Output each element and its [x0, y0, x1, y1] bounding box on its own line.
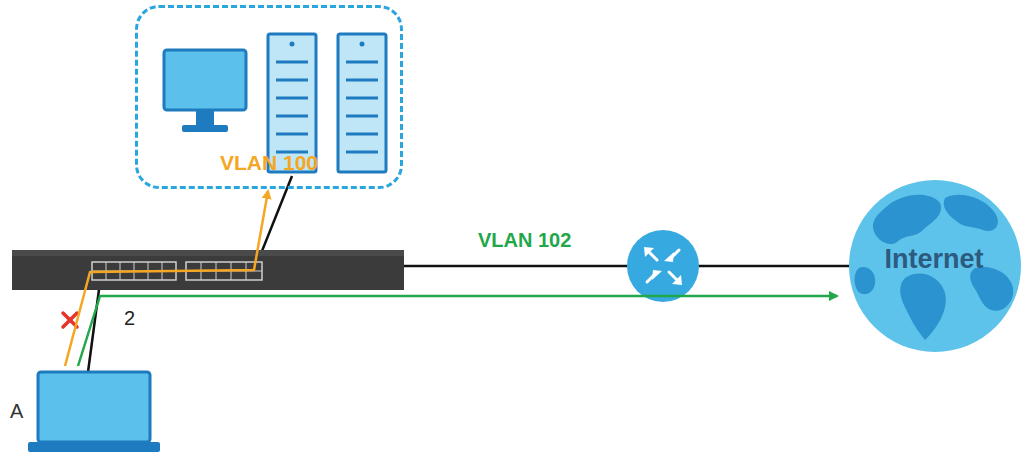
router-icon [627, 230, 699, 302]
node-label: Internet [845, 244, 1023, 275]
monitor-icon [164, 50, 246, 132]
ethernet-wire [88, 282, 100, 372]
uplink-wire [698, 265, 850, 268]
blocked-mark [63, 313, 77, 327]
switch-icon [12, 250, 404, 290]
port-number: 2 [124, 307, 135, 330]
laptop-icon [28, 372, 160, 452]
vlan-group-box: VLAN 100 [135, 5, 403, 189]
internet-globe: Internet [845, 168, 1023, 366]
internet-traffic-arrow [78, 296, 837, 366]
server-icon [338, 34, 386, 172]
laptop-node: A [8, 366, 160, 456]
uplink-wire [404, 265, 628, 268]
node-label: VLAN 100 [138, 151, 400, 175]
vlan-label: VLAN 102 [478, 229, 571, 252]
vlan100-traffic-arrow [65, 191, 268, 366]
node-label: A [10, 400, 23, 423]
